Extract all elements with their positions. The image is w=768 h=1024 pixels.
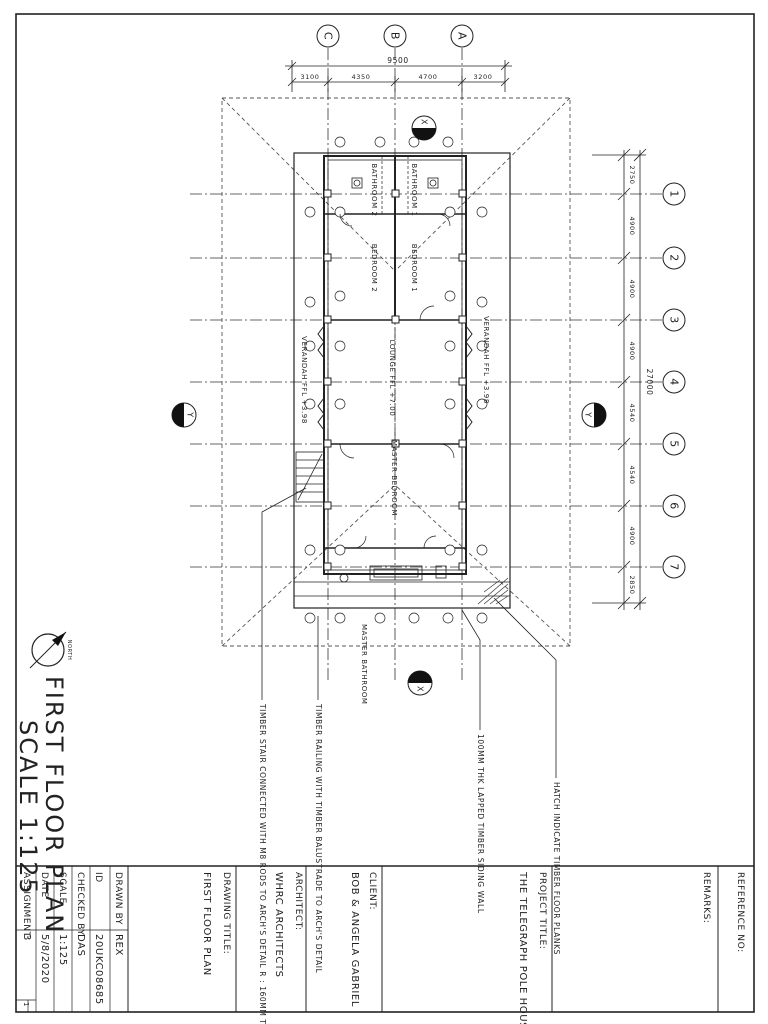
scale-label: SCALE xyxy=(57,872,67,904)
grid-bubble-7: 7 xyxy=(662,555,686,579)
room-bedroom-2: BEDROOM 2 xyxy=(370,244,378,293)
room-master-bathroom: MASTER BATHROOM xyxy=(360,624,368,705)
room-bedroom-1: BEDROOM 1 xyxy=(410,244,418,293)
svg-text:X: X xyxy=(420,119,429,125)
svg-text:4: 4 xyxy=(668,378,681,386)
room-bathroom-2: BATHROOM 2 xyxy=(370,163,378,216)
section-mark-y-left: Y xyxy=(171,402,197,428)
row-dim-3: 4900 xyxy=(628,280,636,299)
sheet-border xyxy=(15,13,755,1013)
structural-posts xyxy=(323,189,467,571)
svg-text:NORTH: NORTH xyxy=(66,640,72,661)
row-dim-6: 4540 xyxy=(628,466,636,485)
project-title-label: PROJECT TITLE: xyxy=(537,872,547,950)
svg-text:Y: Y xyxy=(584,411,593,418)
bathroom-fixtures xyxy=(339,177,447,583)
hatched-floor-area xyxy=(477,577,509,605)
checked-by-value: DAS xyxy=(75,934,86,957)
overall-width-dim: 9500 xyxy=(387,56,409,65)
row-dim-8: 2850 xyxy=(628,576,636,595)
note-timber-railing: TIMBER RAILING WITH TIMBER BALUSTRADE TO… xyxy=(314,703,323,974)
svg-text:A: A xyxy=(456,32,469,40)
column-dim-3: 4700 xyxy=(419,73,438,81)
row-dim-1: 2750 xyxy=(628,166,636,185)
svg-text:1: 1 xyxy=(668,190,681,198)
note-timber-stair: TIMBER STAIR CONNECTED WITH M8 RODS TO A… xyxy=(258,703,267,1024)
assignment-value: 3 xyxy=(21,934,32,941)
north-arrow-icon: NORTH xyxy=(29,631,72,669)
svg-text:3: 3 xyxy=(668,316,681,324)
note-leaders xyxy=(261,487,557,778)
column-grid-bubbles: C B A xyxy=(316,24,474,48)
column-dim-2: 4350 xyxy=(352,73,371,81)
row-dim-2: 4900 xyxy=(628,217,636,236)
row-dim-5: 4540 xyxy=(628,404,636,423)
reference-no-label: REFERENCE NO: xyxy=(735,872,745,953)
architect-label: ARCHITECT: xyxy=(293,872,303,931)
svg-text:B: B xyxy=(389,32,402,40)
sheet-number: 1 xyxy=(22,1002,30,1007)
date-value: 5/8/2020 xyxy=(39,934,50,984)
note-timber-siding-wall: 100MM THK LAPPED TIMBER SIDING WALL xyxy=(476,734,485,914)
overall-length-dim: 27000 xyxy=(645,369,654,396)
room-master-bedroom: MASTER BEDROOM xyxy=(390,440,398,516)
room-verandah-left: VERANDAH FFL +3.98 xyxy=(300,336,308,424)
row-grid-bubbles: 1 2 3 4 5 6 7 xyxy=(662,182,686,579)
svg-text:X: X xyxy=(416,686,425,692)
grid-bubble-6: 6 xyxy=(662,494,686,518)
right-dimension-chain xyxy=(592,148,647,610)
assignment-label: ASSIGNMENT xyxy=(21,872,31,938)
drawn-by-label: DRAWN BY xyxy=(113,872,123,925)
checked-by-label: CHECKED BY xyxy=(75,872,85,936)
row-dim-7: 4900 xyxy=(628,527,636,546)
post-tags xyxy=(304,136,488,624)
section-mark-y-right: Y xyxy=(581,402,607,428)
svg-text:2: 2 xyxy=(668,254,681,262)
date-label: DATE xyxy=(39,872,49,898)
grid-bubble-c: C xyxy=(316,24,340,48)
drawn-by-value: REX xyxy=(113,934,124,956)
section-mark-x-top: X xyxy=(411,115,437,141)
architect-name: WHRC ARCHITECTS xyxy=(273,872,284,978)
client-name: BOB & ANGELA GABRIEL xyxy=(349,872,360,1007)
grid-bubble-b: B xyxy=(383,24,407,48)
room-verandah-right: VERANDAH FFL +3.98 xyxy=(482,316,490,404)
room-lounge: LOUNGE FFL +7.00 xyxy=(388,340,396,417)
folding-doors xyxy=(317,325,473,431)
id-value: 20UKC08685 xyxy=(93,934,104,1005)
client-label: CLIENT: xyxy=(367,872,377,910)
grid-bubble-5: 5 xyxy=(662,432,686,456)
note-hatch-timber-floor: HATCH INDICATE TIMBER FLOOR PLANKS xyxy=(552,782,561,955)
scale-value: 1:125 xyxy=(57,934,68,966)
svg-text:Y: Y xyxy=(186,411,195,418)
remarks-label: REMARKS: xyxy=(701,872,711,924)
id-label: ID xyxy=(93,872,103,883)
svg-text:6: 6 xyxy=(668,502,681,510)
grid-bubble-2: 2 xyxy=(662,246,686,270)
drawing-title-label: DRAWING TITLE: xyxy=(221,872,231,954)
drawing-title-value: FIRST FLOOR PLAN xyxy=(201,872,212,976)
grid-bubble-3: 3 xyxy=(662,308,686,332)
section-mark-x-bottom: X xyxy=(407,670,433,696)
top-dimension-chain xyxy=(285,60,512,92)
door-swings xyxy=(339,213,455,549)
svg-text:C: C xyxy=(322,32,335,40)
timber-stair xyxy=(295,451,325,503)
row-dim-4: 4900 xyxy=(628,342,636,361)
svg-text:7: 7 xyxy=(668,563,681,571)
drawing-scale: SCALE 1:125 xyxy=(14,720,42,896)
svg-text:5: 5 xyxy=(668,440,681,448)
column-dim-4: 3200 xyxy=(474,73,493,81)
grid-bubble-1: 1 xyxy=(662,182,686,206)
grid-bubble-4: 4 xyxy=(662,370,686,394)
project-title: THE TELEGRAPH POLE HOUSE xyxy=(517,871,528,1024)
room-bathroom-1: BATHROOM 1 xyxy=(410,163,418,216)
column-dim-1: 3100 xyxy=(301,73,320,81)
title-block xyxy=(16,865,754,1012)
grid-bubble-a: A xyxy=(450,24,474,48)
